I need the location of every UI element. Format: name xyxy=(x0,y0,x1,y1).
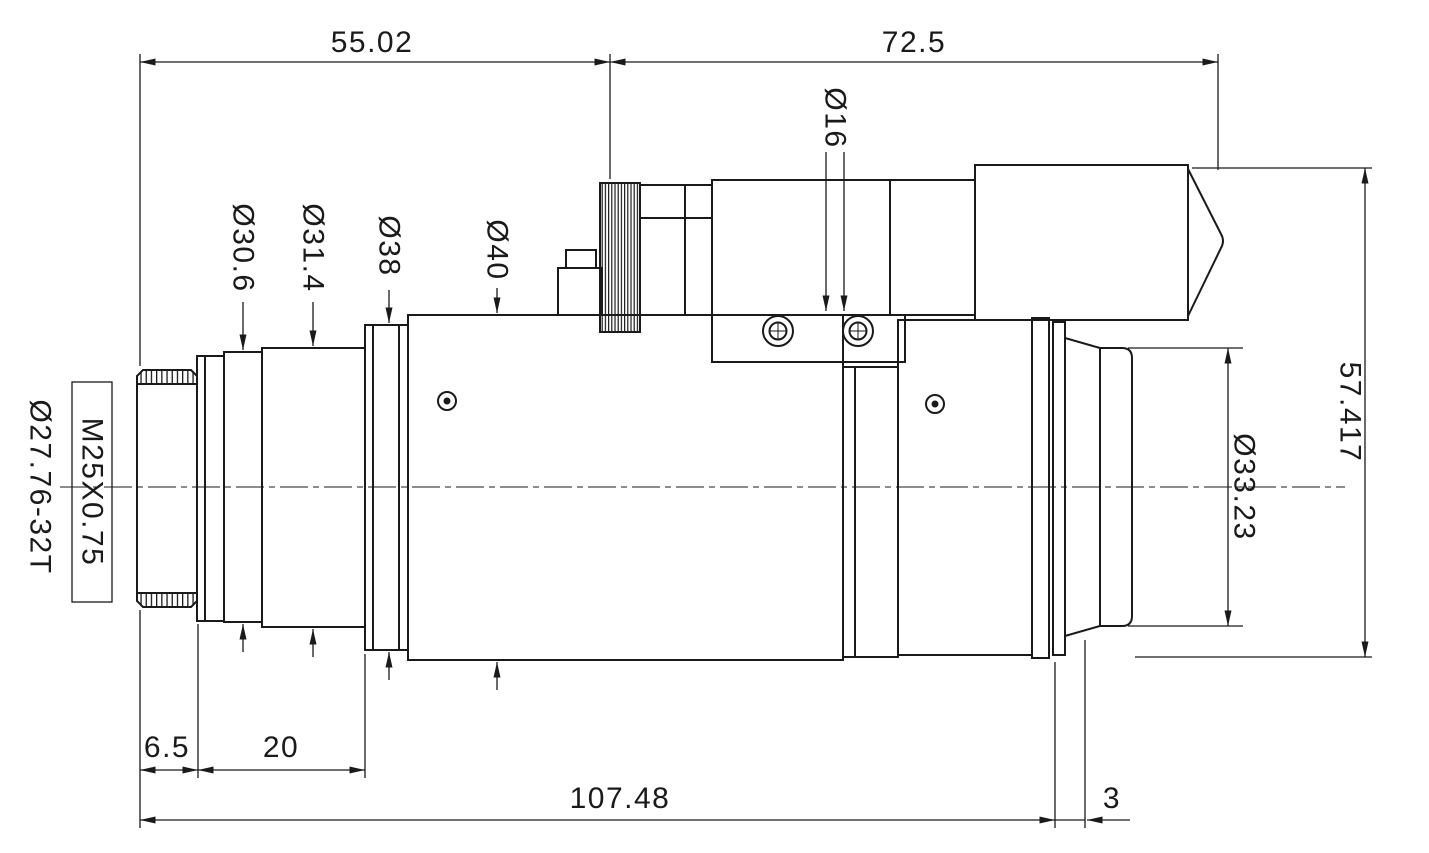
dim-barrel-dia-2: Ø31.4 xyxy=(297,203,330,657)
dim-front-cap-length-label: 6.5 xyxy=(144,731,190,764)
rear-top-block xyxy=(974,164,1189,321)
connector-block-lower xyxy=(557,267,603,316)
front-cap xyxy=(136,369,198,608)
dim-front-section-length-label: 55.02 xyxy=(331,26,414,59)
dim-rear-section-length-label: 72.5 xyxy=(882,26,946,59)
set-screw-mark-right xyxy=(925,394,945,414)
dim-body-dia-label: Ø40 xyxy=(481,219,514,280)
front-cap-thread-top xyxy=(138,371,196,383)
dim-front-thread: M25X0.75 xyxy=(71,381,113,603)
dim-rear-section-length: 72.5 xyxy=(610,26,1219,170)
dim-overall-height-label: 57.417 xyxy=(1334,362,1367,463)
dim-front-dia-label: Ø27.76-32T xyxy=(24,399,57,574)
dim-clamp-hole-dia-label: Ø16 xyxy=(819,87,852,148)
lens-outline xyxy=(136,164,1224,661)
dim-barrel-length: 20 xyxy=(198,654,366,778)
dim-flange-gap-label: 3 xyxy=(1103,782,1121,815)
clamp-screw-right xyxy=(842,315,874,347)
dim-rear-lens-dia-label: Ø33.23 xyxy=(1228,433,1261,540)
gear-housing-left xyxy=(639,184,713,316)
dim-barrel-dia-1-label: Ø30.6 xyxy=(227,203,260,292)
dim-front-cap-length: 6.5 xyxy=(139,610,199,828)
dim-front-section-length: 55.02 xyxy=(139,26,611,366)
dim-rear-lens-dia: Ø33.23 xyxy=(1128,347,1261,627)
dim-barrel-dia-2-label: Ø31.4 xyxy=(297,203,330,292)
dim-body-dia: Ø40 xyxy=(481,219,514,690)
front-cap-thread-bottom xyxy=(138,594,196,606)
dim-overall-length-label: 107.48 xyxy=(570,782,671,815)
neck-section xyxy=(842,366,899,658)
dim-clamp-hole-dia: Ø16 xyxy=(819,87,852,311)
dim-flange-dia-label: Ø38 xyxy=(373,215,406,276)
mount-plate-1 xyxy=(1031,317,1050,659)
rear-lens-tip xyxy=(1099,347,1133,627)
spacer-ring xyxy=(196,355,225,622)
connector-block-upper xyxy=(565,249,597,269)
dim-overall-length: 107.48 xyxy=(140,662,1056,828)
dim-flange-gap: 3 xyxy=(1055,640,1130,828)
dim-front-dia: Ø27.76-32T xyxy=(24,399,57,574)
dimensions: 55.02 72.5 Ø16 Ø30.6 Ø31.4 xyxy=(24,26,1372,828)
clamp-screw-left xyxy=(762,315,794,347)
dim-flange-dia: Ø38 xyxy=(373,215,406,680)
dim-barrel-length-label: 20 xyxy=(263,731,299,764)
mount-plate-2 xyxy=(1052,321,1066,656)
focus-gear-knurl xyxy=(600,183,640,332)
set-screw-mark-left xyxy=(437,391,457,411)
rear-top-block-bevel xyxy=(1187,168,1224,317)
dim-overall-height: 57.417 xyxy=(1135,167,1372,658)
clamp-bracket xyxy=(711,314,906,363)
dim-front-thread-label: M25X0.75 xyxy=(76,418,109,567)
dim-barrel-dia-1: Ø30.6 xyxy=(227,203,260,652)
